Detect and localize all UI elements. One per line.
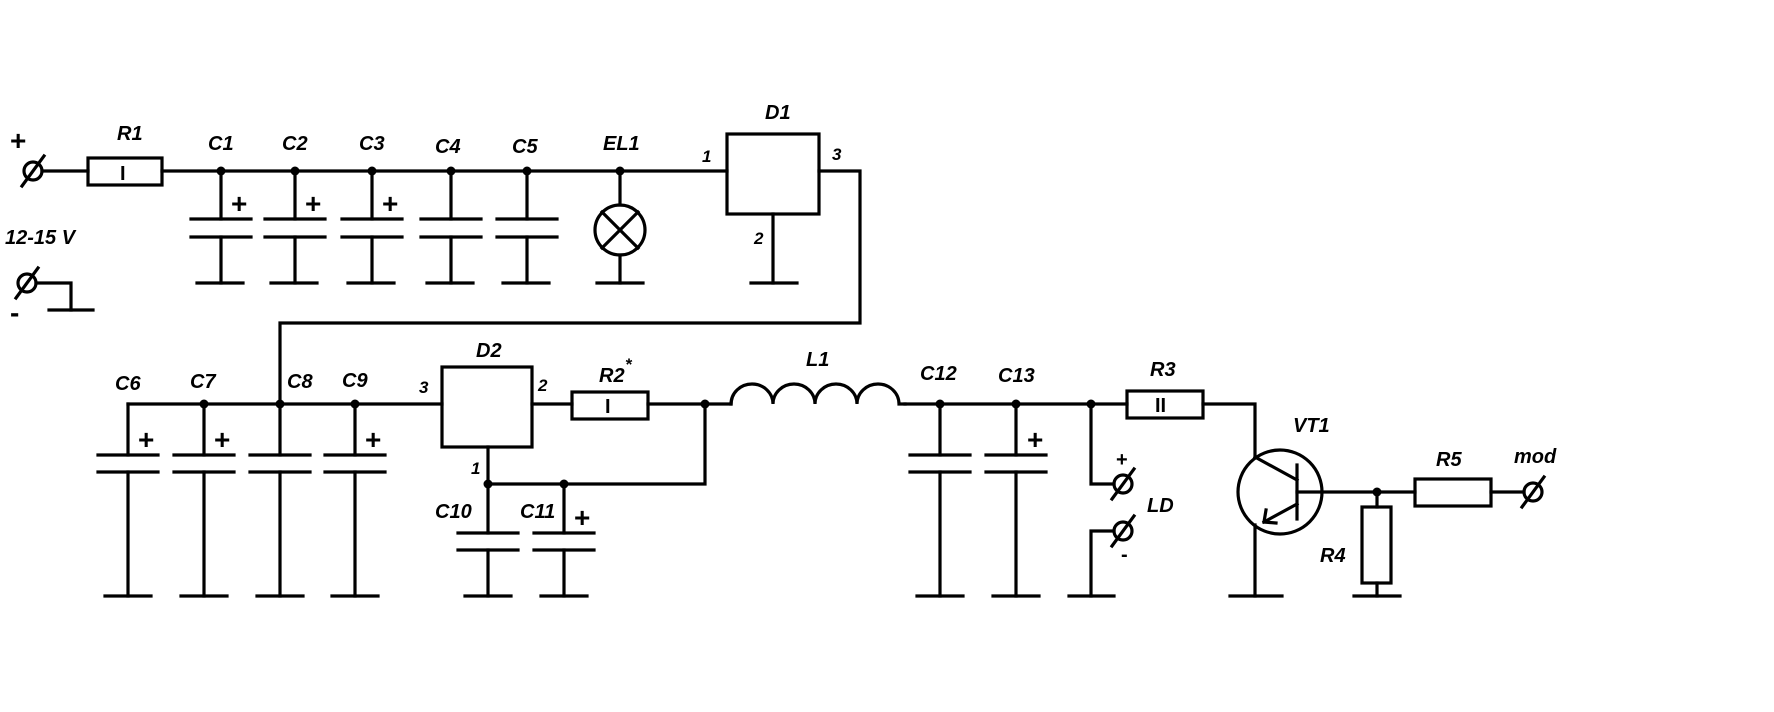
wire-ld-plus — [1089, 402, 1116, 486]
voltage-label: 12-15 V — [5, 227, 77, 249]
c2-plus: + — [305, 188, 321, 219]
ld-plus-sign: + — [1116, 449, 1128, 471]
vt1-label: VT1 — [1293, 415, 1330, 437]
ld-plus-terminal — [1109, 466, 1137, 502]
d1-pin-out: 3 — [832, 145, 842, 164]
c5-label: C5 — [512, 136, 538, 158]
d1-label: D1 — [765, 102, 791, 124]
d2-pin-out: 2 — [537, 376, 548, 395]
c8-capacitor — [248, 402, 312, 598]
d2-pin-in: 3 — [419, 378, 429, 397]
ld-minus-sign: - — [1121, 544, 1128, 566]
power-minus-sign: - — [10, 297, 19, 328]
d1-pin-gnd: 2 — [753, 229, 764, 248]
c3-label: C3 — [359, 133, 385, 155]
el1-lamp — [593, 169, 647, 285]
junction-c13 — [1011, 399, 1021, 409]
r3-label: R3 — [1150, 359, 1176, 381]
c12-label: C12 — [920, 363, 957, 385]
junction-c3 — [367, 166, 377, 176]
c6-capacitor — [96, 402, 160, 598]
wire-ld-minus — [1089, 529, 1116, 598]
c13-label: C13 — [998, 365, 1035, 387]
r4-resistor — [1360, 505, 1393, 585]
c2-capacitor — [263, 169, 327, 285]
r2-label: R2 — [599, 365, 625, 387]
c11-plus: + — [574, 502, 590, 533]
c7-capacitor — [172, 402, 236, 598]
c1-plus: + — [231, 188, 247, 219]
r1-mark: I — [120, 163, 126, 185]
c2-label: C2 — [282, 133, 308, 155]
d1-regulator — [725, 132, 821, 216]
ld-label: LD — [1147, 495, 1174, 517]
c6-label: C6 — [115, 373, 141, 395]
wire-d2-feedback — [486, 402, 707, 486]
d2-label: D2 — [476, 340, 502, 362]
junction-c7 — [199, 399, 209, 409]
c11-label: C11 — [520, 501, 555, 523]
r4-label: R4 — [1320, 545, 1346, 567]
el1-label: EL1 — [603, 133, 640, 155]
wire-r3-to-vt1 — [1201, 402, 1257, 459]
c6-plus: + — [138, 424, 154, 455]
c3-plus: + — [382, 188, 398, 219]
c9-capacitor — [323, 402, 387, 598]
c4-label: C4 — [435, 136, 461, 158]
c9-label: C9 — [342, 370, 368, 392]
c10-label: C10 — [435, 501, 472, 523]
c13-plus: + — [1027, 424, 1043, 455]
junction-c4 — [446, 166, 456, 176]
d1-pin-in: 1 — [702, 147, 711, 166]
d2-pin-adj: 1 — [471, 459, 480, 478]
l1-inductor — [729, 382, 907, 406]
power-ground-terminal — [13, 265, 95, 312]
mod-label: mod — [1514, 446, 1557, 468]
c8-label: C8 — [287, 371, 313, 393]
power-plus-sign: + — [10, 125, 26, 156]
c1-label: C1 — [208, 133, 234, 155]
c10-capacitor — [456, 482, 520, 598]
d2-regulator — [440, 365, 534, 449]
r5-label: R5 — [1436, 449, 1462, 471]
d1-ground — [749, 212, 799, 285]
junction-c2 — [290, 166, 300, 176]
c13-capacitor — [984, 402, 1048, 598]
r2-mark: I — [605, 396, 611, 418]
c7-plus: + — [214, 424, 230, 455]
r2-star: * — [625, 355, 633, 374]
c12-capacitor — [908, 402, 972, 598]
c1-capacitor — [189, 169, 253, 285]
c5-capacitor — [495, 169, 559, 285]
junction-c12 — [935, 399, 945, 409]
c9-plus: + — [365, 424, 381, 455]
mod-terminal — [1519, 474, 1547, 510]
l1-label: L1 — [806, 349, 829, 371]
junction-c9 — [350, 399, 360, 409]
c11-capacitor — [532, 482, 596, 598]
r5-resistor — [1413, 477, 1493, 508]
c4-capacitor — [419, 169, 483, 285]
r1-label: R1 — [117, 123, 143, 145]
junction-c8 — [275, 399, 285, 409]
junction-c1 — [216, 166, 226, 176]
wire-d1-to-d2 — [278, 169, 862, 406]
c7-label: C7 — [190, 371, 216, 393]
junction-c5 — [522, 166, 532, 176]
vt1-transistor — [1228, 448, 1324, 598]
r3-mark: II — [1155, 395, 1166, 417]
c3-capacitor — [340, 169, 404, 285]
